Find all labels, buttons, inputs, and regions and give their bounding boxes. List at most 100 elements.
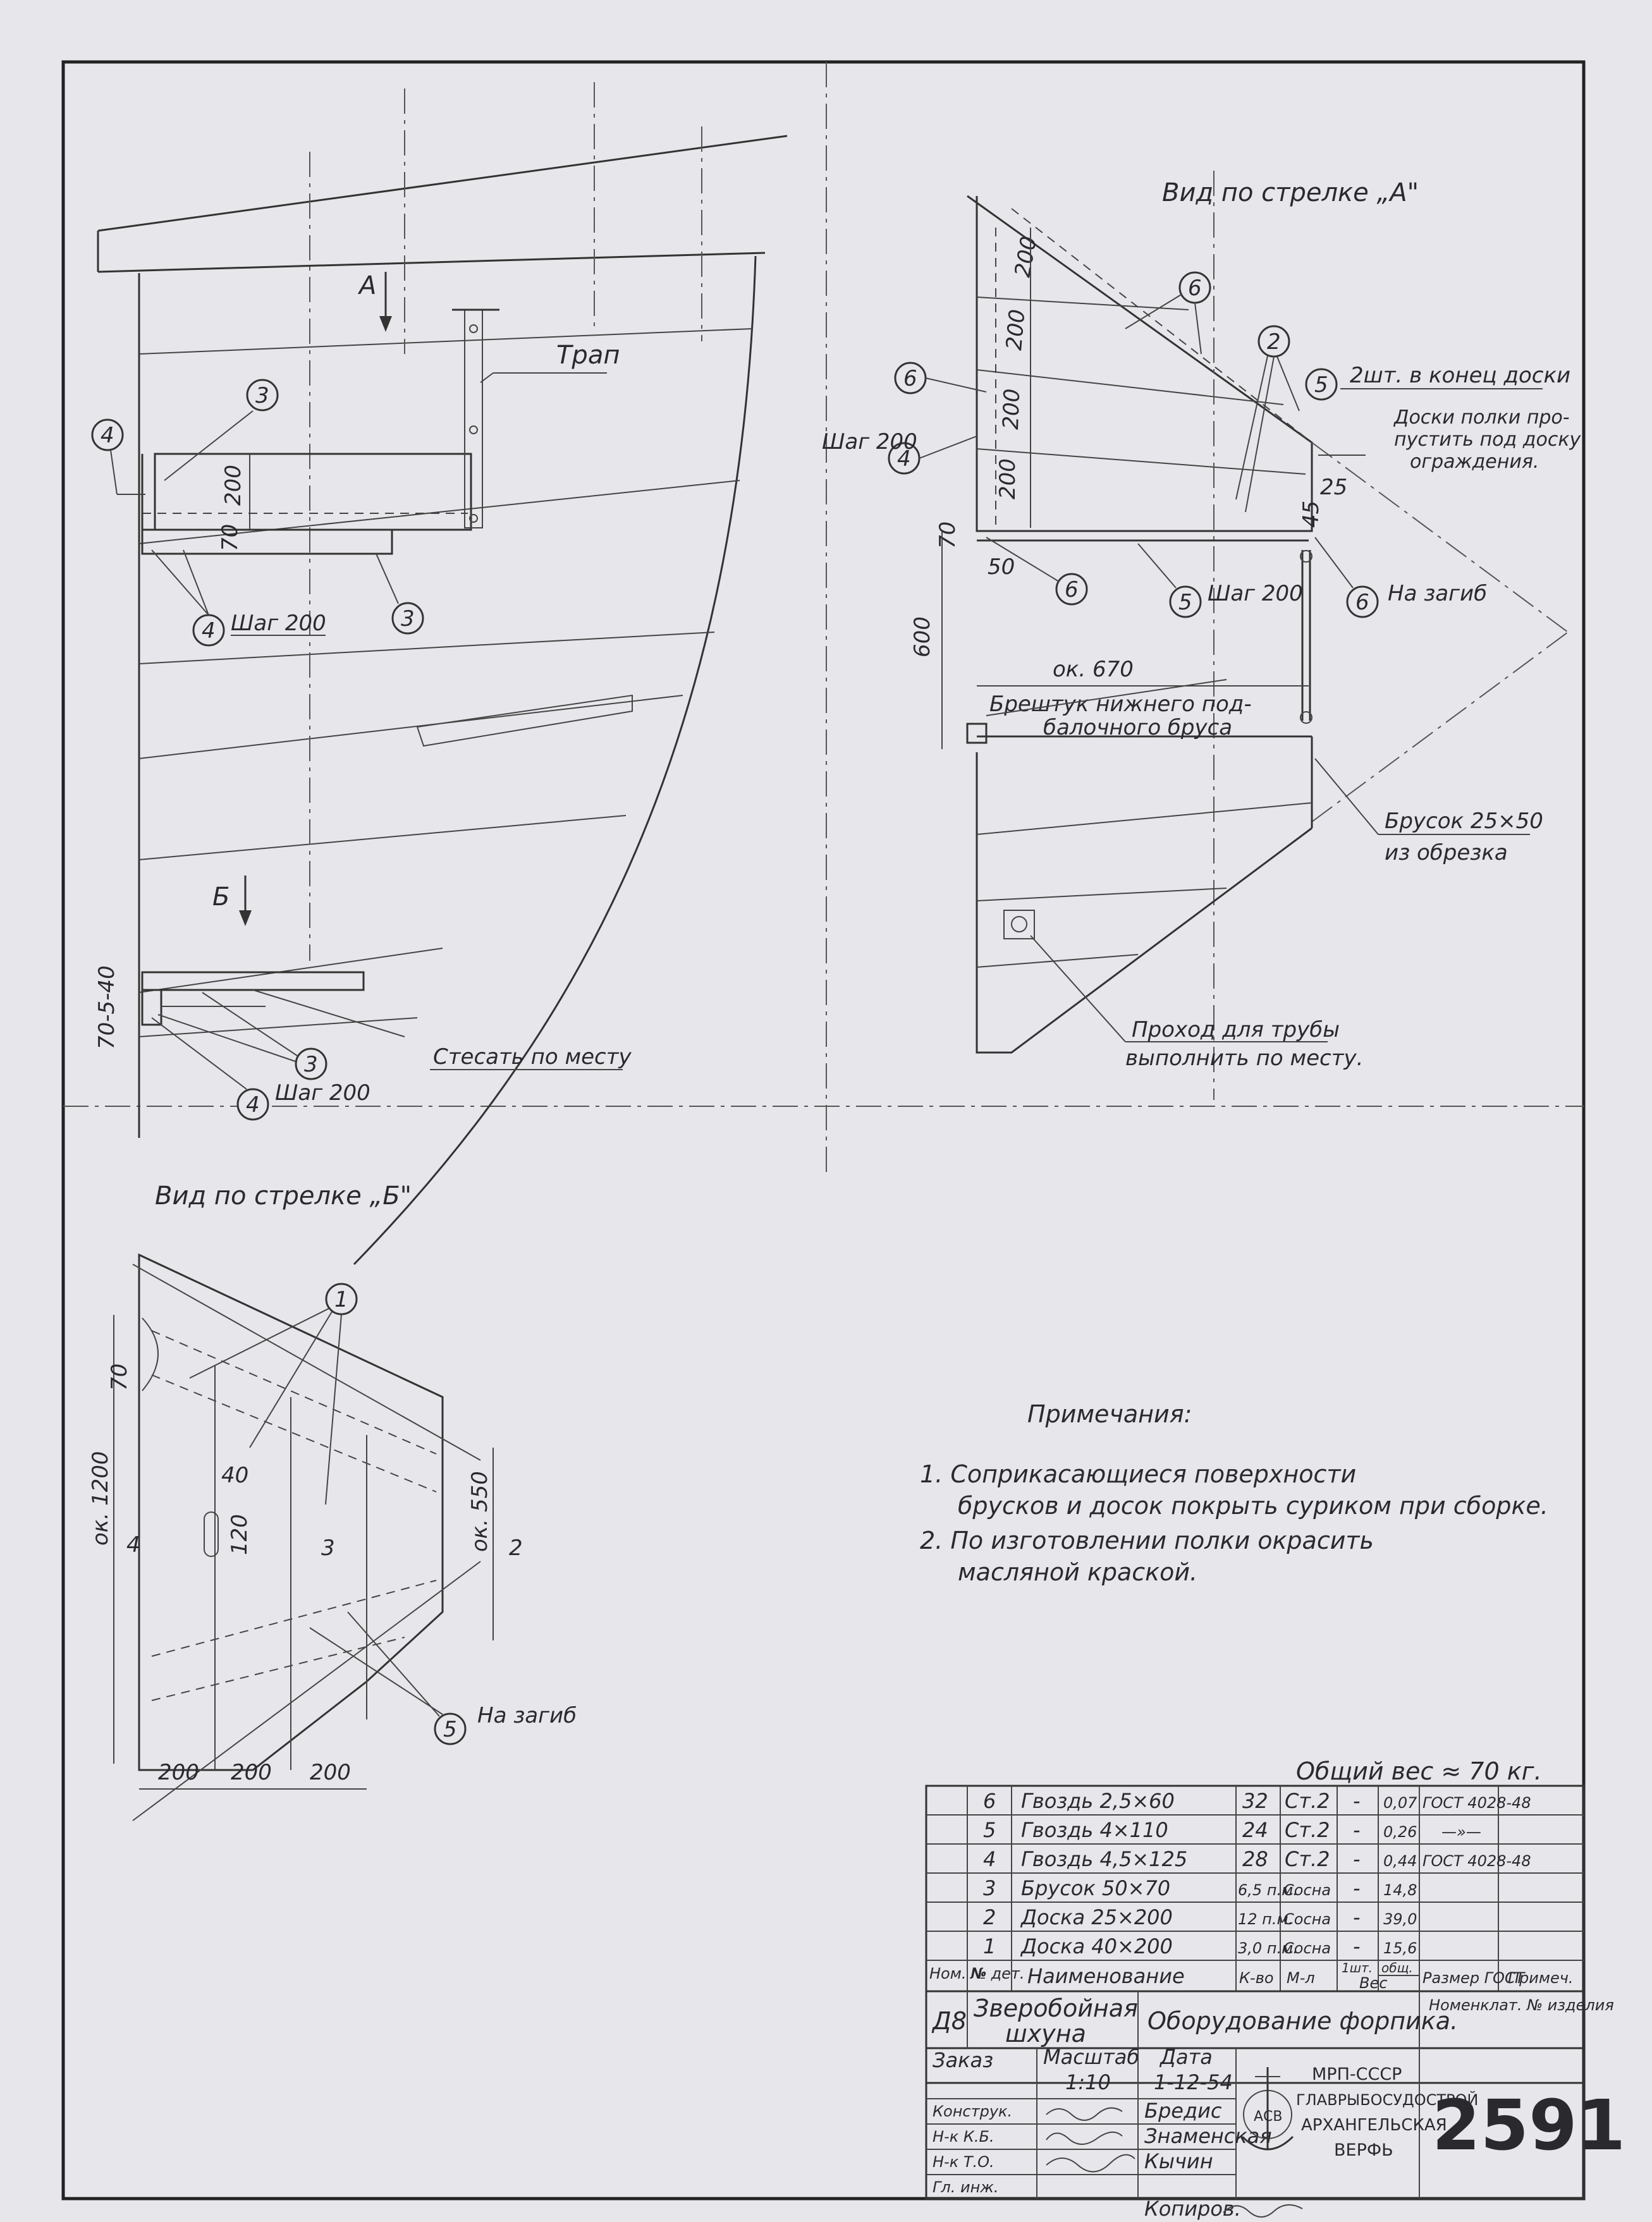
callout-4-lower xyxy=(236,1088,269,1121)
svg-text:24: 24 xyxy=(1242,1818,1268,1842)
callout-5-b xyxy=(1169,585,1202,618)
svg-text:200: 200 xyxy=(221,465,246,506)
svg-text:Гвоздь 4,5×125: Гвоздь 4,5×125 xyxy=(1021,1847,1187,1871)
callout-5-b-view xyxy=(434,1712,467,1745)
svg-text:1: 1 xyxy=(334,1287,348,1312)
svg-text:6: 6 xyxy=(983,1789,996,1813)
bom-row: 1 Доска 40×200 3,0 п.м. Сосна - 15,6 xyxy=(983,1934,1417,1958)
svg-text:5: 5 xyxy=(1314,372,1328,398)
signature-nkb xyxy=(1046,2132,1123,2145)
svg-text:К-во: К-во xyxy=(1239,1969,1274,1987)
svg-text:45: 45 xyxy=(1299,501,1324,528)
svg-text:Ст.2: Ст.2 xyxy=(1285,1818,1330,1842)
na-zagib-b: На загиб xyxy=(477,1703,577,1728)
bom-row: 4 Гвоздь 4,5×125 28 Ст.2 - 0,44 ГОСТ 402… xyxy=(983,1847,1531,1871)
svg-text:—»—: —»— xyxy=(1441,1823,1481,1841)
svg-text:1-12-54: 1-12-54 xyxy=(1154,2070,1233,2094)
svg-text:200: 200 xyxy=(158,1760,199,1785)
svg-text:Н-к К.Б.: Н-к К.Б. xyxy=(933,2128,994,2146)
svg-text:МРП-СССР: МРП-СССР xyxy=(1312,2065,1402,2084)
svg-text:общ.: общ. xyxy=(1381,1960,1413,1975)
svg-text:4: 4 xyxy=(897,446,911,472)
step-200-left: Шаг 200 xyxy=(822,429,917,455)
svg-text:Ст.2: Ст.2 xyxy=(1285,1789,1330,1813)
bom-row: 2 Доска 25×200 12 п.м. Сосна - 39,0 xyxy=(983,1905,1417,1929)
svg-text:1шт.: 1шт. xyxy=(1342,1960,1373,1975)
svg-text:АСВ: АСВ xyxy=(1254,2109,1283,2125)
drawing-number: 2591 xyxy=(1432,2085,1625,2166)
svg-text:40: 40 xyxy=(221,1463,248,1488)
svg-text:Гвоздь 2,5×60: Гвоздь 2,5×60 xyxy=(1021,1789,1175,1813)
svg-text:2: 2 xyxy=(509,1535,523,1561)
svg-text:-: - xyxy=(1353,1905,1361,1929)
svg-text:шхуна: шхуна xyxy=(1005,2020,1086,2048)
svg-text:6: 6 xyxy=(1188,276,1202,301)
svg-text:200: 200 xyxy=(310,1760,351,1785)
svg-text:Вес: Вес xyxy=(1359,1974,1387,1992)
svg-text:0,07: 0,07 xyxy=(1383,1794,1417,1812)
notes-block: Примечания: 1. Соприкасающиеся поверхнос… xyxy=(920,1400,1548,1586)
svg-text:120: 120 xyxy=(227,1514,252,1555)
svg-text:32: 32 xyxy=(1242,1789,1268,1813)
svg-text:Ст.2: Ст.2 xyxy=(1285,1847,1330,1871)
svg-text:4: 4 xyxy=(101,423,114,448)
svg-text:Зверобойная: Зверобойная xyxy=(974,1994,1138,2022)
svg-text:ВЕРФЬ: ВЕРФЬ xyxy=(1334,2140,1393,2160)
anchor-logo: АСВ xyxy=(1241,2067,1294,2151)
callout-3-lower xyxy=(295,1047,327,1080)
svg-text:0,44: 0,44 xyxy=(1383,1852,1417,1870)
svg-text:Примеч.: Примеч. xyxy=(1508,1969,1574,1987)
svg-text:АРХАНГЕЛЬСКАЯ: АРХАНГЕЛЬСКАЯ xyxy=(1301,2116,1447,2135)
svg-text:6: 6 xyxy=(1065,577,1079,602)
svg-text:39,0: 39,0 xyxy=(1383,1910,1417,1928)
ok550-label: ок. 550 xyxy=(467,1471,493,1552)
callout-5-a xyxy=(1305,368,1338,401)
svg-text:1. Соприкасающиеся поверхности: 1. Соприкасающиеся поверхности xyxy=(920,1460,1356,1488)
brusok-line2: из обрезка xyxy=(1385,840,1508,865)
title-block: Д8 Зверобойная шхуна Оборудование форпик… xyxy=(925,1990,1625,2221)
svg-text:пустить под доску: пустить под доску xyxy=(1394,429,1581,451)
svg-text:4: 4 xyxy=(246,1092,260,1118)
svg-text:Размер ГОСТ: Размер ГОСТ xyxy=(1423,1969,1526,1987)
svg-text:Ном. №: Ном. № xyxy=(929,1965,987,1982)
svg-text:200: 200 xyxy=(1010,235,1042,279)
svg-text:№ дет.: № дет. xyxy=(969,1965,1025,1982)
svg-text:5: 5 xyxy=(1178,590,1192,615)
svg-text:0,26: 0,26 xyxy=(1383,1823,1417,1841)
view-b-title: Вид по стрелке „Б" xyxy=(155,1181,412,1211)
ladder xyxy=(464,309,483,528)
svg-text:-: - xyxy=(1353,1934,1361,1958)
svg-text:4: 4 xyxy=(202,618,216,644)
step-200-bottom: Шаг 200 xyxy=(1208,581,1303,606)
callout-6-c xyxy=(1055,573,1088,606)
svg-text:3: 3 xyxy=(401,606,415,632)
trap-label: Трап xyxy=(556,341,620,370)
svg-text:Номенклат. № изделия: Номенклат. № изделия xyxy=(1429,1996,1614,2014)
cut-in-place-label: Стесать по месту xyxy=(433,1044,632,1070)
svg-text:брусков и досок покрыть сурико: брусков и досок покрыть суриком при сбор… xyxy=(958,1492,1548,1520)
hull-section-view: А 200 70 Трап 3 4 4 Шаг 200 3 Б 70-5-40 xyxy=(91,82,788,1266)
svg-text:2: 2 xyxy=(1267,329,1281,355)
svg-text:15,6: 15,6 xyxy=(1383,1939,1417,1957)
svg-text:Гвоздь 4×110: Гвоздь 4×110 xyxy=(1021,1818,1168,1842)
svg-text:ограждения.: ограждения. xyxy=(1410,451,1539,473)
svg-text:Конструк.: Конструк. xyxy=(933,2103,1012,2120)
na-zagib-a: На загиб xyxy=(1388,581,1487,606)
svg-text:70: 70 xyxy=(217,524,243,551)
svg-text:14,8: 14,8 xyxy=(1383,1881,1417,1899)
svg-text:Сосна: Сосна xyxy=(1283,1939,1331,1957)
svg-text:600: 600 xyxy=(910,616,935,657)
svg-text:200: 200 xyxy=(1001,308,1031,351)
sheet-frame xyxy=(61,60,1586,2201)
total-weight: Общий вес ≈ 70 кг. xyxy=(1296,1757,1542,1785)
svg-text:Масштаб: Масштаб xyxy=(1043,2045,1139,2069)
callout-3-bottom xyxy=(391,602,424,635)
shtuk-label: 2шт. в конец доски xyxy=(1350,363,1570,388)
svg-text:5: 5 xyxy=(983,1818,996,1842)
svg-text:200: 200 xyxy=(231,1760,272,1785)
svg-text:2: 2 xyxy=(983,1905,996,1929)
signature-nto xyxy=(1046,2154,1135,2173)
callout-4-left xyxy=(91,418,124,451)
ok670-label: ок. 670 xyxy=(1053,657,1134,682)
svg-text:Гл. инж.: Гл. инж. xyxy=(933,2178,999,2196)
